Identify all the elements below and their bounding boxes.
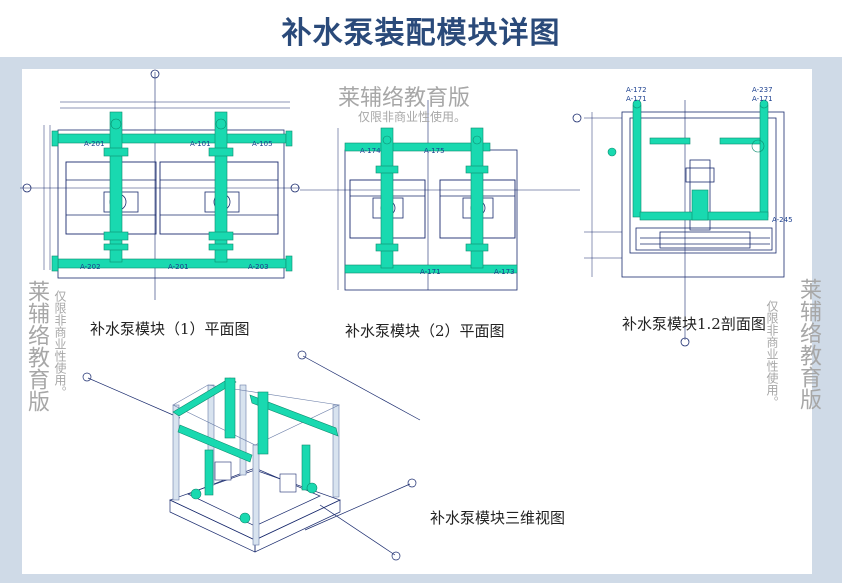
tag-p1-bl: A-202 xyxy=(80,263,101,271)
axis-marker-1c xyxy=(290,183,300,193)
tag-p2-tl: A-174 xyxy=(360,147,381,155)
plan-1-pipes xyxy=(51,111,293,272)
plan-view-2 xyxy=(300,100,580,291)
isometric-frame xyxy=(172,384,341,546)
page-title: 补水泵装配模块详图 xyxy=(281,16,561,51)
tag-p1-tl: A-201 xyxy=(84,140,105,148)
watermark-brand-left: 莱辅络教育版 xyxy=(24,280,49,412)
tag-s-tl2: A-171 xyxy=(626,95,647,103)
label-section: 补水泵模块1.2剖面图 xyxy=(622,315,766,333)
tag-s-r: A-245 xyxy=(772,216,793,224)
label-plan-2: 补水泵模块（2）平面图 xyxy=(345,322,505,340)
axis-marker-1a xyxy=(22,183,32,193)
label-plan-1: 补水泵模块（1）平面图 xyxy=(90,320,250,338)
watermark-brand-right: 莱辅络教育版 xyxy=(796,278,821,410)
tag-s-tl1: A-172 xyxy=(626,86,647,94)
tag-s-tr2: A-171 xyxy=(752,95,773,103)
tag-p1-bm: A-201 xyxy=(168,263,189,271)
tag-p2-bm: A-171 xyxy=(420,268,441,276)
tag-p2-br: A-173 xyxy=(494,268,515,276)
tag-p1-br: A-203 xyxy=(248,263,269,271)
watermark-note-right: 仅限非商业性使用。 xyxy=(765,300,779,408)
plan-1-tags: A-201 A-101 A-105 A-202 A-201 A-203 xyxy=(80,140,273,271)
axis-marker-section-left xyxy=(572,113,582,123)
watermark-note-left: 仅限非商业性使用。 xyxy=(53,290,67,398)
watermark-note-top: 仅限非商业性使用。 xyxy=(358,110,467,124)
axis-marker-section xyxy=(680,337,690,347)
isometric-pipes xyxy=(172,377,339,524)
plan-2-pipes xyxy=(344,127,518,274)
watermark-brand-top: 莱辅络教育版 xyxy=(338,86,471,111)
drawing-sheet xyxy=(22,69,812,574)
section-view xyxy=(572,100,785,347)
section-pipes xyxy=(607,99,769,221)
plan-2-tags: A-174 A-175 A-171 A-173 xyxy=(360,147,515,276)
tag-s-tr1: A-237 xyxy=(752,86,773,94)
axis-marker-1b xyxy=(150,69,160,79)
tag-p2-tm: A-175 xyxy=(424,147,445,155)
section-tags: A-172 A-171 A-237 A-171 A-245 xyxy=(626,86,793,224)
label-3d-view: 补水泵模块三维视图 xyxy=(430,509,566,527)
tag-p1-tr: A-105 xyxy=(252,140,273,148)
tag-p1-tm: A-101 xyxy=(190,140,211,148)
